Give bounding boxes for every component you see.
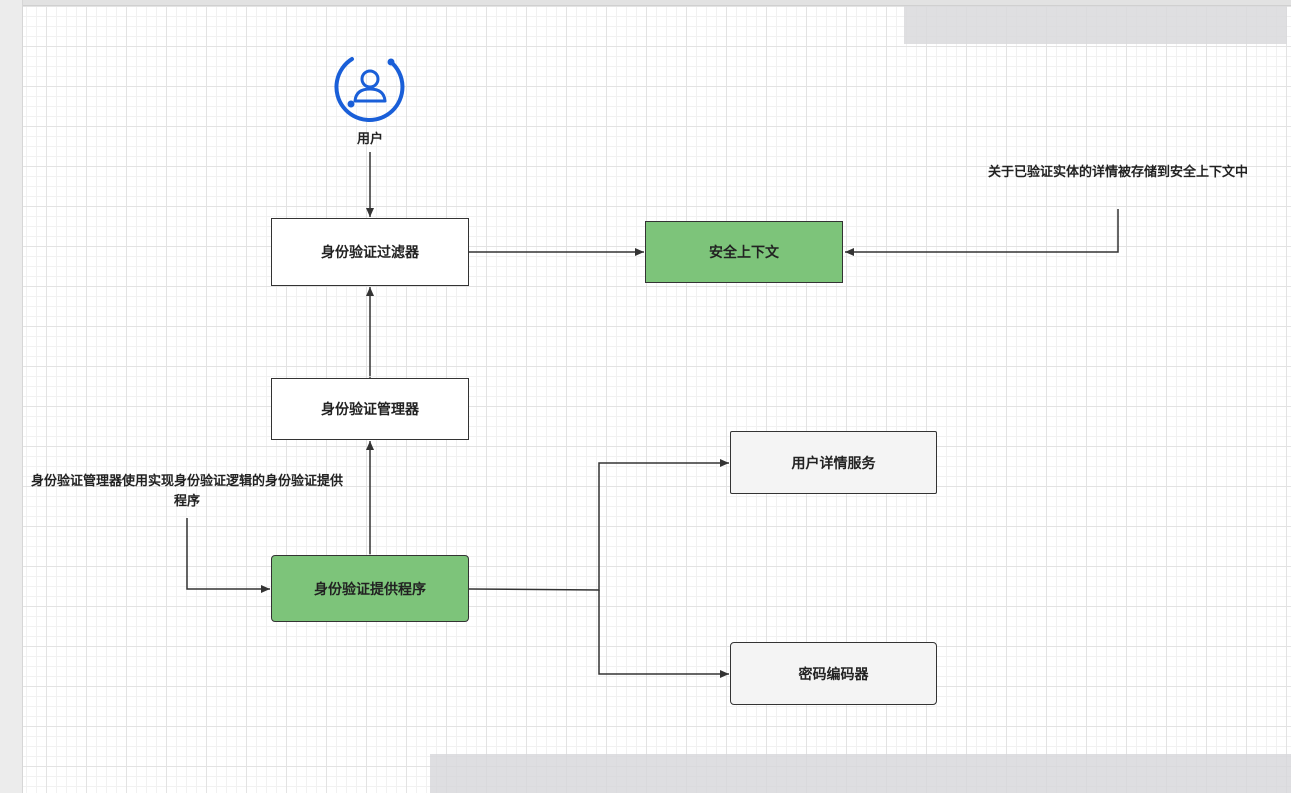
user-icon[interactable] [334, 57, 405, 122]
security-context-note: 关于已验证实体的详情被存储到安全上下文中 [987, 165, 1248, 180]
top-ruler [0, 0, 1291, 6]
user-details-service-node[interactable]: 用户详情服务 [730, 431, 937, 494]
auth-filter-node[interactable]: 身份验证过滤器 [271, 218, 469, 286]
password-encoder-label: 密码编码器 [798, 666, 869, 683]
bottom-panel [430, 754, 1291, 793]
link-provider-to-user-details[interactable] [468, 459, 729, 591]
left-ruler [0, 0, 23, 793]
auth-provider-label: 身份验证提供程序 [314, 581, 426, 598]
top-right-panel [904, 6, 1287, 44]
link-note-to-provider[interactable] [186, 518, 270, 593]
user-details-service-label: 用户详情服务 [791, 455, 876, 472]
link-provider-to-password-encoder[interactable] [598, 590, 729, 678]
auth-manager-node[interactable]: 身份验证管理器 [271, 378, 469, 440]
provider-note: 身份验证管理器使用实现身份验证逻辑的身份验证提供程序 [30, 474, 343, 509]
user-label: 用户 [356, 132, 383, 147]
auth-provider-node[interactable]: 身份验证提供程序 [271, 555, 469, 622]
security-context-label: 安全上下文 [709, 245, 779, 261]
link-note-to-context[interactable] [845, 209, 1119, 256]
security-context-node[interactable]: 安全上下文 [645, 221, 843, 283]
auth-filter-label: 身份验证过滤器 [321, 245, 419, 261]
auth-manager-label: 身份验证管理器 [321, 402, 419, 418]
password-encoder-node[interactable]: 密码编码器 [730, 642, 937, 705]
